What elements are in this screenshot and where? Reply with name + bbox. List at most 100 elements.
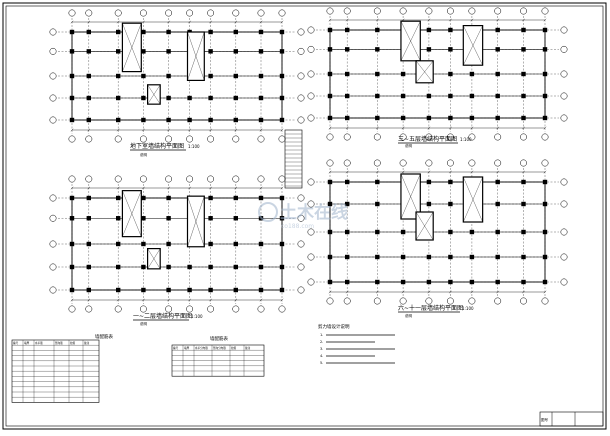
right-table-header-cell: 备注 bbox=[245, 346, 251, 350]
wall-column bbox=[233, 287, 238, 293]
axis-bubble bbox=[139, 175, 147, 183]
wall-column bbox=[448, 115, 453, 121]
right-table-header-cell: 拉筋 bbox=[231, 346, 237, 350]
plan-note-3: 说明 bbox=[140, 321, 147, 326]
axis-bubble bbox=[297, 94, 305, 102]
dimension-tick bbox=[234, 20, 238, 24]
axis-bubble bbox=[307, 228, 315, 236]
dimension-tick bbox=[116, 298, 120, 302]
axis-bubble bbox=[520, 133, 527, 141]
dimension-tick bbox=[259, 20, 263, 24]
axis-bubble bbox=[326, 7, 334, 15]
axis-bubble bbox=[343, 7, 351, 15]
axis-bubble bbox=[207, 175, 215, 183]
dimension-tick bbox=[167, 298, 170, 302]
axis-bubble bbox=[49, 72, 57, 80]
wall-column bbox=[375, 279, 380, 285]
axis-bubble bbox=[114, 175, 122, 183]
wall-column bbox=[345, 27, 350, 33]
axis-bubble bbox=[425, 297, 433, 305]
axis-bubble bbox=[207, 135, 215, 143]
axis-bubble bbox=[307, 114, 315, 122]
left-table-header-cell: 水平筋 bbox=[35, 341, 43, 345]
axis-bubble bbox=[520, 297, 527, 305]
wall-column bbox=[69, 29, 75, 35]
axis-bubble bbox=[560, 45, 568, 53]
wall-column bbox=[258, 117, 264, 123]
axis-bubble bbox=[399, 297, 407, 305]
axis-bubble bbox=[468, 7, 476, 15]
dimension-tick bbox=[188, 298, 191, 302]
dimension-tick bbox=[449, 290, 452, 294]
dimension-tick bbox=[280, 186, 284, 190]
wall-column bbox=[86, 29, 91, 35]
axis-bubble bbox=[297, 240, 305, 248]
wall-column bbox=[86, 117, 91, 123]
dimension-tick bbox=[328, 18, 332, 22]
axis-bubble bbox=[207, 305, 215, 313]
core-diagonal bbox=[415, 60, 434, 83]
dimension-tick bbox=[470, 18, 474, 22]
axis-bubble bbox=[541, 133, 549, 141]
wall-column bbox=[400, 115, 406, 121]
plan-scale-3: 1:100 bbox=[191, 314, 203, 319]
axis-bubble bbox=[446, 133, 454, 141]
axis-bubble bbox=[297, 47, 305, 55]
wall-column bbox=[521, 115, 526, 121]
core-diagonal bbox=[463, 176, 483, 223]
dimension-tick bbox=[209, 128, 212, 132]
dimension-tick bbox=[522, 290, 525, 294]
axis-bubble bbox=[49, 263, 57, 271]
wall-column bbox=[327, 179, 333, 185]
dimension-tick bbox=[328, 170, 332, 174]
plan-note-1: 说明 bbox=[140, 152, 147, 157]
axis-bubble bbox=[278, 175, 286, 183]
wall-column bbox=[327, 279, 333, 285]
wall-column bbox=[345, 179, 350, 185]
axis-bubble bbox=[494, 133, 502, 141]
dimension-tick bbox=[87, 298, 91, 302]
wall-column bbox=[495, 279, 500, 285]
plan-scale-4: 1:100 bbox=[462, 306, 474, 311]
dimension-tick bbox=[375, 18, 379, 22]
dimension-tick bbox=[375, 170, 379, 174]
dimension-tick bbox=[401, 18, 405, 22]
dimension-tick bbox=[188, 128, 191, 132]
axis-bubble bbox=[494, 7, 502, 15]
axis-bubble bbox=[560, 200, 568, 208]
dimension-tick bbox=[259, 298, 263, 302]
right-table-header-cell: 编号 bbox=[173, 346, 179, 350]
axis-bubble bbox=[446, 7, 454, 15]
dimension-tick bbox=[167, 186, 170, 190]
dimension-tick bbox=[70, 128, 74, 132]
dimension-tick bbox=[345, 170, 349, 174]
wall-column bbox=[116, 287, 121, 293]
plan-scale-2: 1:100 bbox=[460, 137, 472, 142]
core-diagonal bbox=[147, 84, 161, 105]
axis-bubble bbox=[68, 135, 76, 143]
axis-bubble bbox=[560, 26, 568, 34]
dimension-tick bbox=[234, 186, 238, 190]
dimension-tick bbox=[427, 290, 431, 294]
dimension-tick bbox=[543, 290, 547, 294]
axis-bubble bbox=[49, 240, 57, 248]
wall-column bbox=[279, 287, 285, 293]
axis-bubble bbox=[257, 175, 265, 183]
axis-bubble bbox=[278, 135, 286, 143]
dimension-tick bbox=[167, 128, 170, 132]
axis-bubble bbox=[114, 305, 122, 313]
wall-column bbox=[187, 287, 192, 293]
wall-column bbox=[448, 179, 453, 185]
axis-bubble bbox=[468, 159, 476, 167]
axis-bubble bbox=[560, 70, 568, 78]
wall-column bbox=[141, 29, 146, 35]
notes-line: 4. bbox=[320, 354, 323, 358]
wall-column bbox=[448, 279, 453, 285]
notes-line: 2. bbox=[320, 340, 323, 344]
axis-bubble bbox=[307, 278, 315, 286]
watermark-sub: co188.com bbox=[281, 223, 314, 230]
axis-bubble bbox=[307, 253, 315, 261]
wall-column bbox=[495, 115, 500, 121]
wall-column bbox=[166, 117, 171, 123]
axis-bubble bbox=[446, 159, 454, 167]
